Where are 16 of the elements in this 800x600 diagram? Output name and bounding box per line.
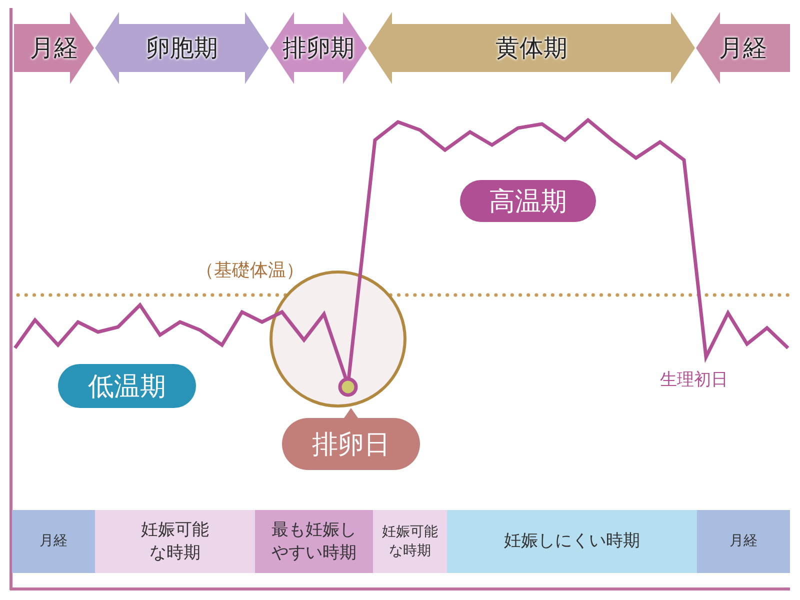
period-cell: 最も妊娠しやすい時期 bbox=[255, 510, 373, 573]
annotation-text: 生理初日 bbox=[660, 369, 728, 391]
axis-label: （基礎体温） bbox=[196, 259, 304, 282]
phase-band: 月経 bbox=[696, 12, 790, 84]
period-cell: 妊娠可能な時期 bbox=[373, 510, 447, 573]
phase-band: 排卵期 bbox=[270, 12, 367, 84]
phase-band: 月経 bbox=[14, 12, 94, 84]
period-cell: 妊娠しにくい時期 bbox=[447, 510, 697, 573]
phase-badge: 高温期 bbox=[460, 180, 596, 222]
callout-badge: 排卵日 bbox=[282, 408, 420, 470]
period-cell: 月経 bbox=[697, 510, 790, 573]
phase-badge: 低温期 bbox=[58, 364, 196, 408]
period-cell: 月経 bbox=[12, 510, 95, 573]
period-cell: 妊娠可能な時期 bbox=[95, 510, 255, 573]
phase-band: 黄体期 bbox=[368, 12, 695, 84]
phase-band: 卵胞期 bbox=[95, 12, 269, 84]
